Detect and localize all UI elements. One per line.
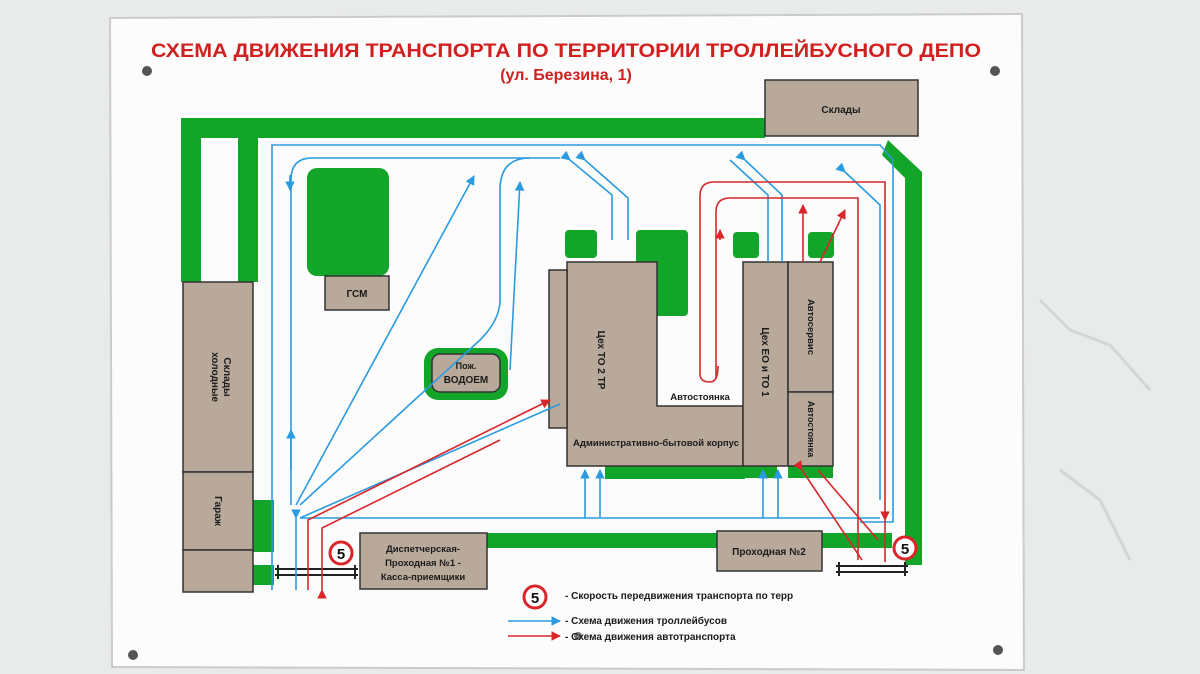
building-garazh-annex [182,549,254,593]
green-plot-garage [253,500,274,552]
trolley-to-tseh-1 [560,150,613,240]
building-gsm-label: ГСМ [347,289,368,300]
building-sklady-label: Склады [821,105,860,116]
building-prohodnaya2 [716,530,823,572]
building-tseh-eo-label: Цех ЕО и ТО 1 [759,327,770,397]
green-lawn [733,232,759,258]
trolley-diagonal-1 [295,175,475,506]
building-avtostoyanka-right [787,391,834,467]
speed-sign-value: 5 [901,541,909,558]
pond [431,353,501,393]
wall-crack [1038,298,1152,561]
green-lawn [565,230,597,258]
green-strip-south [487,533,717,548]
trolley-yard-c [835,162,881,500]
speed-sign-east: 5 [892,535,918,561]
speed-sign-value: 5 [337,546,345,563]
building-sklady [764,79,919,137]
building-garazh [182,471,254,551]
building-gsm [324,275,390,311]
sign-subtitle: (ул. Березина, 1) [500,67,632,84]
legend-speed-sign [522,584,548,610]
pond-label-1: Пож. [456,361,477,371]
green-perimeter-north [181,118,765,282]
building-dispatch-label-3: Касса-приемщики [381,572,466,583]
building-sklady-holodnye-label-2: холодные [209,352,220,402]
green-perimeter-east [882,140,922,565]
trolley-perimeter-road [271,144,894,590]
building-sklady-holodnye-label: Склады [221,357,232,396]
green-lawn-gsm [307,168,389,276]
building-admin-label: Административно-бытовой корпус [573,438,739,449]
screw-icon [128,650,138,660]
auto-yard-loop-outer [699,181,890,521]
green-strip-south-east [822,533,892,548]
building-dispatch-label-2: Проходная №1 - [385,558,461,569]
screw-icon [574,632,582,640]
legend-auto-label: - Схема движения автотранспорта [565,632,736,643]
green-lawn [808,232,834,258]
trolley-diagonal-2 [299,157,531,506]
trolley-yard-b [735,150,783,262]
auto-yard-loop-2 [699,365,719,383]
building-dispatch [359,532,488,590]
parking-center-label: Автостоянка [670,392,730,403]
auto-southeast-1 [793,460,863,561]
building-avtoservis-label: Автосервис [805,299,816,355]
gate-west [275,565,358,579]
screw-icon [142,66,152,76]
auto-yard-loop-inner [715,197,859,525]
trolley-yard-a [729,159,769,262]
sign-title: СХЕМА ДВИЖЕНИЯ ТРАНСПОРТА ПО ТЕРРИТОРИИ … [151,40,981,62]
auto-entry-west-2 [317,439,501,599]
auto-routes [307,181,890,599]
auto-to-tseh-2 [819,209,846,263]
building-tseh-eo [742,261,789,467]
pond-label-2: ВОДОЕМ [444,375,489,386]
trolley-to-tseh-2 [575,150,629,240]
building-dispatch-label-1: Диспетчерская- [386,544,460,555]
trolley-inner-west [509,181,525,371]
gate-east [836,562,908,576]
auto-entry-west-1 [307,399,551,590]
screw-icon [990,66,1000,76]
building-tseh-annex [548,269,568,429]
trolley-south-loop [299,403,561,519]
legend-speed-sign-value: 5 [531,590,539,607]
legend: 5 - Скорость передвижения транспорта по … [508,584,793,643]
green-strip-left [181,118,201,282]
trolleybus-routes [271,144,894,590]
building-prohodnaya2-label: Проходная №2 [732,547,806,558]
auto-southeast-2 [817,469,879,541]
speed-sign-west: 5 [328,540,354,566]
legend-speed-label: - Скорость передвижения транспорта по те… [565,591,793,602]
building-garazh-label: Гараж [212,496,223,527]
green-plot-gate [253,565,274,585]
building-tseh-to2-label: Цех ТО 2 ТР [595,331,606,390]
green-lawn-south [605,465,745,479]
building-avtoservis [787,261,834,393]
trolley-west-lane [290,157,560,505]
screw-icon [993,645,1003,655]
legend-trolley-label: - Схема движения троллейбусов [565,615,727,627]
building-avtostoyanka-right-label: Автостоянка [806,401,816,458]
